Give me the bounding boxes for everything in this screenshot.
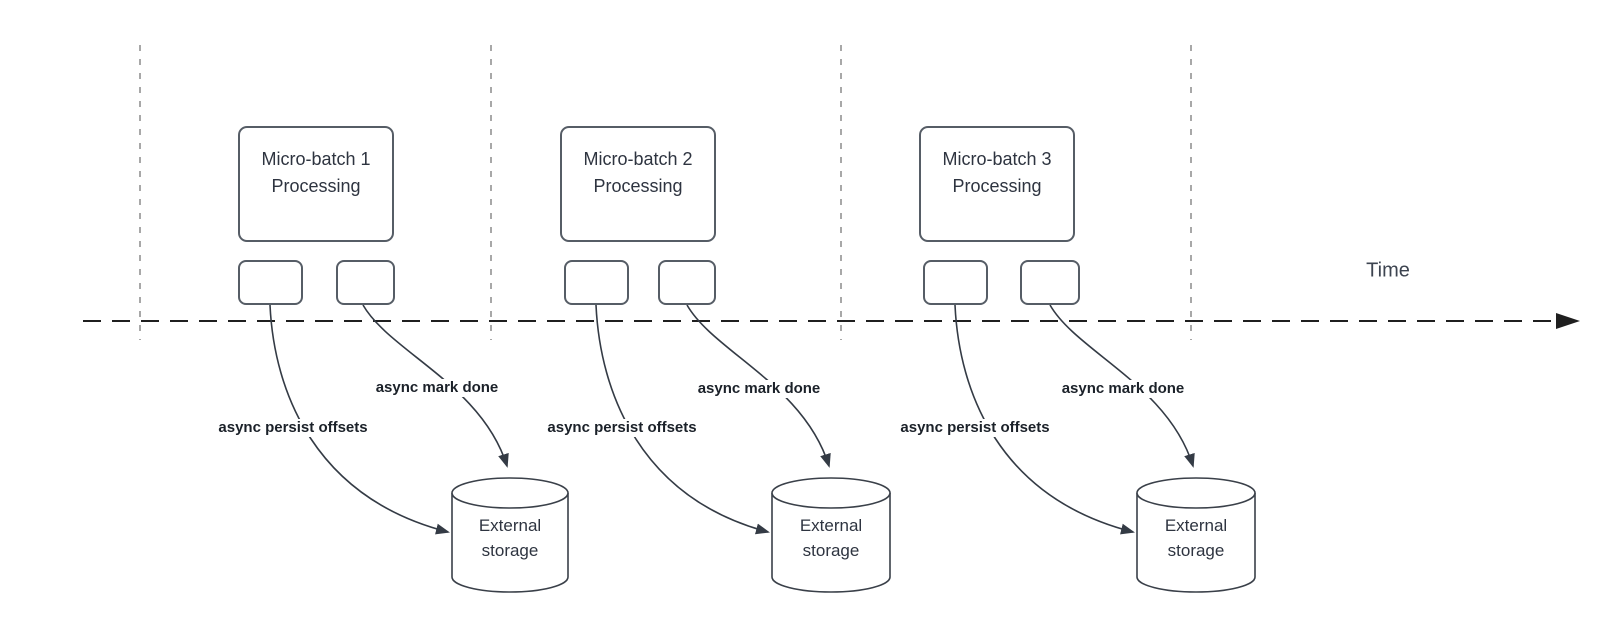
persist-offsets-arrow-1 <box>269 304 450 535</box>
mark-done-label-3: async mark done <box>1058 380 1188 398</box>
persist-offsets-label-1: async persist offsets <box>215 419 371 437</box>
offset-task-box-1 <box>238 260 303 305</box>
external-storage-cylinder-1 <box>451 477 569 593</box>
mark-done-label-2: async mark done <box>694 380 824 398</box>
micro-batch-3-title: Micro-batch 3 <box>942 149 1052 169</box>
time-axis-label: Time <box>1366 259 1410 282</box>
done-task-box-3 <box>1020 260 1080 305</box>
persist-offsets-arrow-3 <box>954 304 1135 535</box>
mark-done-arrow-3 <box>1049 304 1195 468</box>
micro-batch-3-subtitle: Processing <box>952 176 1042 196</box>
offset-task-box-3 <box>923 260 988 305</box>
offset-task-box-2 <box>564 260 629 305</box>
mark-done-arrow-1 <box>362 304 509 468</box>
persist-offsets-arrow-2 <box>595 304 770 535</box>
micro-batch-1-title: Micro-batch 1 <box>261 149 371 169</box>
external-storage-cylinder-3 <box>1136 477 1256 593</box>
micro-batch-2-subtitle: Processing <box>593 176 683 196</box>
mark-done-arrow-2 <box>686 304 831 468</box>
micro-batch-3-processing-box: Micro-batch 3 Processing <box>919 126 1075 242</box>
done-task-box-1 <box>336 260 395 305</box>
persist-offsets-label-2: async persist offsets <box>544 419 700 437</box>
micro-batch-1-subtitle: Processing <box>271 176 361 196</box>
mark-done-label-1: async mark done <box>372 379 502 397</box>
micro-batch-1-processing-box: Micro-batch 1 Processing <box>238 126 394 242</box>
time-axis-arrowhead-icon <box>1556 313 1580 329</box>
external-storage-cylinder-2 <box>771 477 891 593</box>
persist-offsets-label-3: async persist offsets <box>897 419 1053 437</box>
micro-batch-2-title: Micro-batch 2 <box>583 149 693 169</box>
micro-batch-2-processing-box: Micro-batch 2 Processing <box>560 126 716 242</box>
done-task-box-2 <box>658 260 716 305</box>
